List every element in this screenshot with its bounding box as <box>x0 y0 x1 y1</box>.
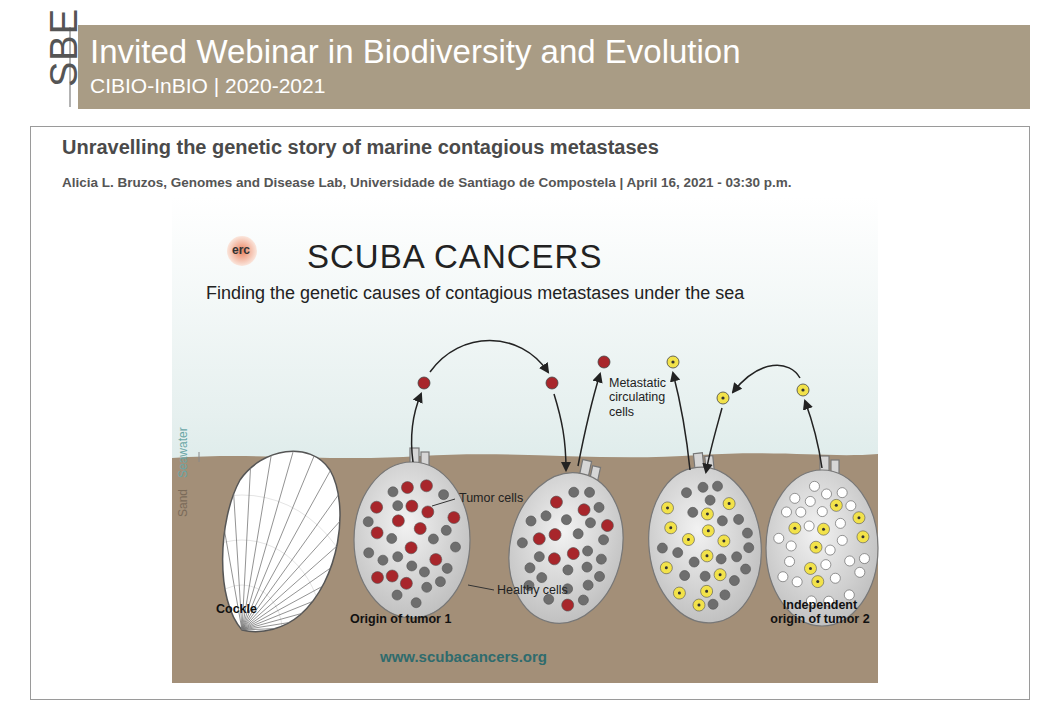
banner-subheading: CIBIO-InBIO | 2020-2021 <box>90 74 1018 98</box>
cockle-shell <box>640 448 769 629</box>
sbe-logo: SBE <box>43 8 86 87</box>
cell-label: Healthy cells <box>497 583 568 597</box>
title-banner: Invited Webinar in Biodiversity and Evol… <box>78 25 1030 109</box>
cockle-shell <box>495 448 639 634</box>
cell-label: Metastatic circulating cells <box>609 376 671 419</box>
cell-label: Tumor cells <box>459 491 523 505</box>
cockle-label: Independent origin of tumor 2 <box>770 598 870 627</box>
speaker-line: Alicia L. Bruzos, Genomes and Disease La… <box>62 175 792 190</box>
cockle-label: Origin of tumor 1 <box>350 612 451 626</box>
layer-label: Seawater <box>176 427 190 478</box>
cockle-label: Cockle <box>216 602 257 616</box>
slide-title: Unravelling the genetic story of marine … <box>62 136 659 159</box>
cockle-shell <box>766 456 878 626</box>
erc-logo: erc <box>232 243 250 257</box>
cockle-shell <box>354 448 470 618</box>
layer-label: Sand <box>176 489 190 517</box>
banner-heading: Invited Webinar in Biodiversity and Evol… <box>90 33 1018 71</box>
website: www.scubacancers.org <box>380 648 547 665</box>
cockle-shell <box>122 370 502 720</box>
project-subtitle: Finding the genetic causes of contagious… <box>206 283 744 304</box>
project-name: SCUBA CANCERS <box>307 238 602 276</box>
